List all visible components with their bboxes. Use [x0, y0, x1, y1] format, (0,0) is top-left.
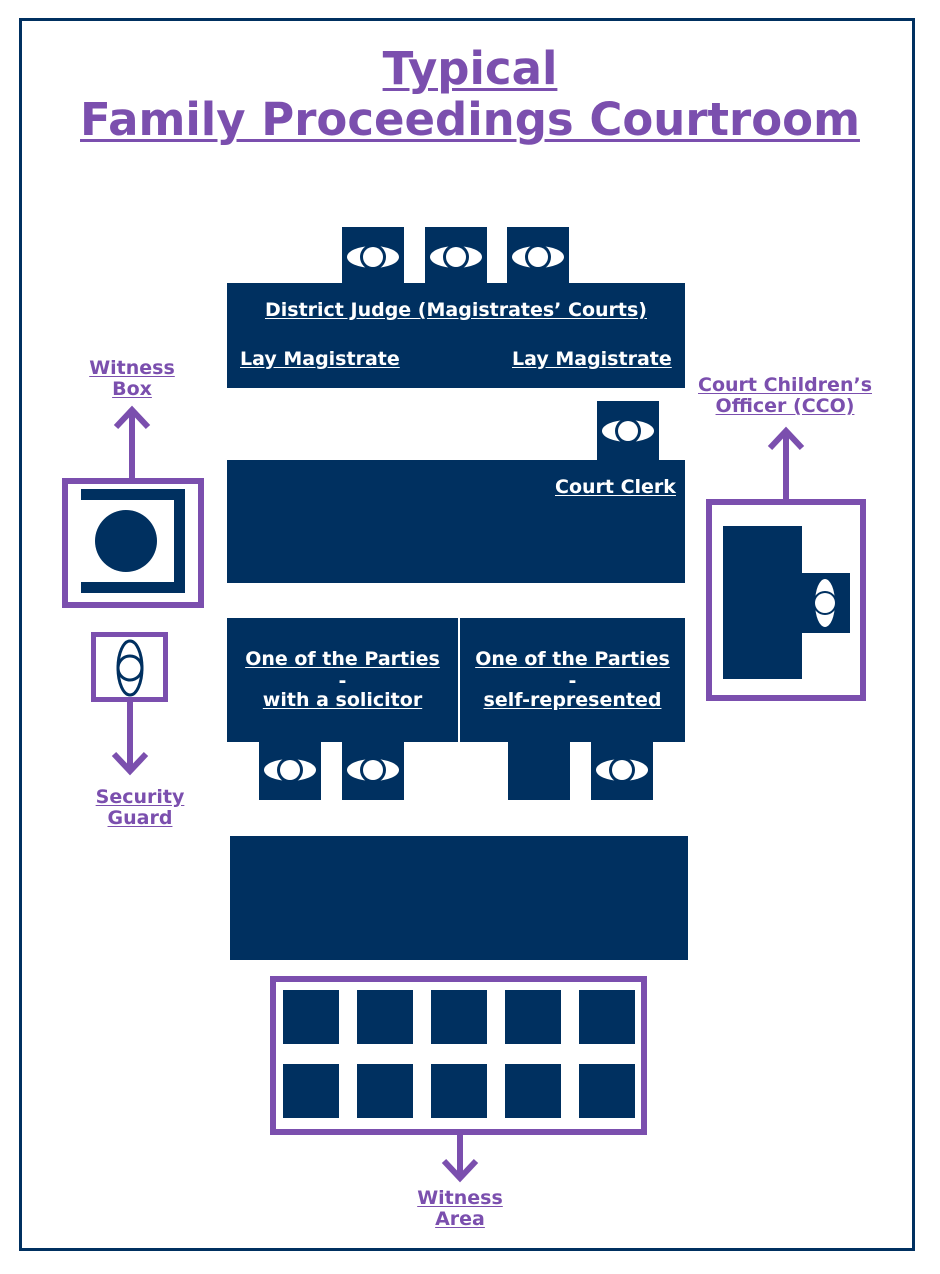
person-top-view-icon — [116, 639, 144, 697]
cco-seat — [800, 573, 850, 633]
bench — [227, 283, 685, 388]
arrow-up-icon — [767, 426, 805, 502]
cco-label-line-1: Court Children’s — [698, 374, 872, 396]
security-guard-box — [91, 632, 168, 702]
clerk-desk — [227, 460, 685, 583]
person-top-view-icon — [264, 757, 316, 783]
person-top-view-icon — [347, 757, 399, 783]
person-top-view-icon — [813, 579, 837, 627]
party-right-line-2: self-represented — [483, 689, 662, 711]
security-guard-label-line-1: Security — [95, 786, 185, 808]
party-seat-empty — [508, 740, 570, 800]
judge-seat-center — [425, 227, 487, 287]
witness-box-label-line-1: Witness — [89, 357, 175, 379]
title-line-2: Family Proceedings Courtroom — [80, 93, 860, 146]
party-seat-2 — [342, 740, 404, 800]
witness-area-seat — [579, 1064, 635, 1118]
party-seat-4 — [591, 740, 653, 800]
party-left-line-2: with a solicitor — [262, 689, 423, 711]
person-top-view-icon — [602, 418, 654, 444]
lay-magistrate-right-label: Lay Magistrate — [512, 348, 672, 370]
title-line-1: Typical — [382, 42, 558, 95]
clerk-seat — [597, 401, 659, 461]
witness-area-seat — [505, 1064, 561, 1118]
witness-area-seat — [505, 990, 561, 1044]
party-seat-1 — [259, 740, 321, 800]
witness-area-seat — [579, 990, 635, 1044]
witness-area-seat — [283, 990, 339, 1044]
security-guard-label-line-2: Guard — [107, 807, 173, 829]
witness-area-box — [270, 976, 647, 1135]
arrow-down-icon — [441, 1133, 479, 1183]
witness-area-label-line-1: Witness — [417, 1187, 503, 1209]
witness-box — [62, 478, 204, 608]
person-top-view-icon — [347, 244, 399, 270]
party-left-dash: - — [338, 670, 347, 692]
witness-area-seat — [431, 1064, 487, 1118]
court-clerk-label: Court Clerk — [555, 476, 676, 498]
lay-magistrate-left-label: Lay Magistrate — [240, 348, 400, 370]
person-top-view-icon — [430, 244, 482, 270]
judge-seat-right — [507, 227, 569, 287]
party-left-line-1: One of the Parties — [245, 648, 440, 670]
party-right-line-1: One of the Parties — [475, 648, 670, 670]
witness-area-label-line-2: Area — [435, 1208, 485, 1230]
arrow-down-icon — [111, 700, 149, 776]
cco-box — [706, 499, 866, 701]
cco-label-line-2: Officer (CCO) — [715, 395, 855, 417]
witness-box-stand — [81, 489, 185, 593]
witness-area-seat — [283, 1064, 339, 1118]
person-top-view-icon — [596, 757, 648, 783]
party-right-dash: - — [568, 670, 577, 692]
witness-box-label-line-2: Box — [112, 378, 152, 400]
diagram-frame — [19, 18, 915, 1251]
arrow-up-icon — [113, 405, 151, 481]
cco-desk — [723, 526, 802, 679]
party-table-left — [227, 618, 458, 742]
witness-area-seat — [357, 990, 413, 1044]
back-desk — [230, 836, 688, 960]
district-judge-label: District Judge (Magistrates’ Courts) — [264, 299, 647, 321]
person-top-view-icon — [512, 244, 564, 270]
witness-area-seat — [357, 1064, 413, 1118]
witness-area-seat — [431, 990, 487, 1044]
party-table-right — [460, 618, 685, 742]
judge-seat-left — [342, 227, 404, 287]
